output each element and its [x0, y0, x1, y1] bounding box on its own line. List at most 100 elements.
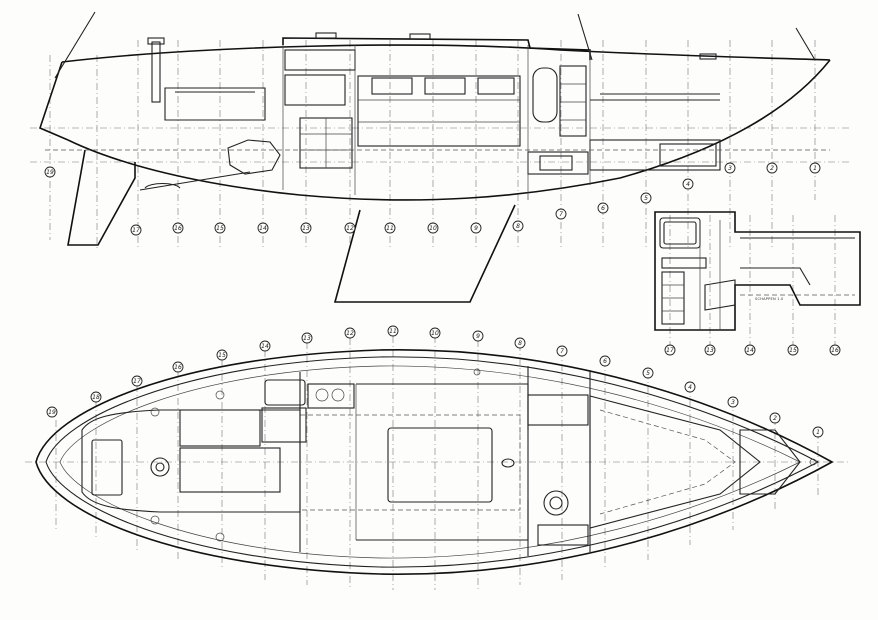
rudder	[67, 149, 136, 246]
profile-station-circle	[724, 162, 736, 174]
plan-station-label: 19	[48, 409, 56, 416]
profile-station-circle	[555, 208, 567, 220]
plan-station-label: 2	[773, 415, 777, 422]
section-station-markers: 17 13 14 15 16	[664, 344, 841, 356]
section-outline	[654, 211, 861, 331]
profile-station-label: 15	[216, 225, 224, 232]
profile-station-label: 14	[259, 225, 267, 232]
profile-furniture	[282, 45, 721, 200]
plan-station-circle	[472, 330, 484, 342]
profile-station-circle	[512, 220, 524, 232]
section-station-circle	[664, 344, 676, 356]
profile-station-label: 16	[174, 225, 182, 232]
profile-station-circle	[470, 222, 482, 234]
profile-station-label: 5	[644, 195, 648, 202]
profile-station-label: 4	[686, 181, 690, 188]
profile-station-label: 1	[813, 165, 817, 172]
profile-station-label: 10	[429, 225, 437, 232]
profile-station-circle	[214, 222, 226, 234]
stove-burner	[315, 388, 329, 402]
engine	[227, 139, 281, 175]
section-station-circle	[704, 344, 716, 356]
forestay	[795, 27, 816, 61]
profile-station-circle	[640, 192, 652, 204]
profile-station-label: 19	[46, 169, 54, 176]
profile-station-circle	[384, 222, 396, 234]
plan-station-label: 15	[218, 352, 226, 359]
profile-station-circle	[300, 222, 312, 234]
section-station-circle	[829, 344, 841, 356]
plan-station-label: 9	[476, 333, 480, 340]
profile-station-label: 12	[346, 225, 354, 232]
section-station-label: 13	[706, 347, 714, 354]
profile-station-label: 17	[132, 227, 140, 234]
plan-station-label: 18	[92, 394, 100, 401]
section-station-label: 14	[746, 347, 754, 354]
plan-station-label: 8	[518, 340, 522, 347]
plan-station-label: 13	[303, 335, 311, 342]
profile-station-circle	[130, 224, 142, 236]
anchor-locker	[739, 429, 801, 495]
section-view: SCHAPPEN 1.0	[654, 211, 861, 345]
plan-station-circle	[216, 349, 228, 361]
profile-station-circle	[44, 166, 56, 178]
plan-station-label: 4	[688, 384, 692, 391]
profile-station-label: 8	[516, 223, 520, 230]
plan-station-circle	[301, 332, 313, 344]
winch	[150, 457, 170, 477]
plan-station-circle	[599, 355, 611, 367]
section-station-circle	[787, 344, 799, 356]
fin-keel	[333, 204, 516, 303]
profile-station-circle	[257, 222, 269, 234]
cockpit-well	[81, 409, 301, 513]
backstay	[54, 11, 96, 79]
plan-station-circle	[769, 412, 781, 424]
exhaust-post	[151, 41, 161, 103]
plan-station-circle	[812, 426, 824, 438]
transom	[39, 61, 69, 141]
plan-station-circle	[259, 340, 271, 352]
plan-station-label: 3	[731, 399, 735, 406]
plan-station-circle	[344, 327, 356, 339]
profile-station-label: 2	[770, 165, 774, 172]
profile-station-label: 13	[302, 225, 310, 232]
plan-station-label: 11	[389, 328, 397, 335]
plan-station-circle	[684, 381, 696, 393]
stern-locker	[91, 439, 123, 496]
section-station-label: 17	[666, 347, 674, 354]
plan-station-label: 14	[261, 343, 269, 350]
profile-station-circle	[809, 162, 821, 174]
section-station-label: 15	[789, 347, 797, 354]
plan-station-circle	[46, 406, 58, 418]
plan-station-label: 6	[603, 358, 607, 365]
plan-station-label: 12	[346, 330, 354, 337]
coachroof-outline	[282, 37, 591, 60]
profile-station-label: 9	[474, 225, 478, 232]
profile-station-label: 6	[601, 205, 605, 212]
plan-station-grid	[25, 336, 850, 590]
profile-station-circle	[172, 222, 184, 234]
profile-station-circle	[766, 162, 778, 174]
plan-station-circle	[429, 327, 441, 339]
profile-station-circle	[344, 222, 356, 234]
cockpit	[164, 87, 266, 121]
plan-station-label: 7	[560, 348, 564, 355]
profile-station-grid	[30, 40, 850, 250]
plan-view	[25, 336, 850, 590]
mast-step	[543, 490, 569, 516]
plan-station-circle	[514, 337, 526, 349]
plan-station-circle	[727, 396, 739, 408]
plan-station-label: 16	[174, 364, 182, 371]
plan-station-label: 1	[816, 429, 820, 436]
saloon-table	[387, 427, 493, 503]
profile-view	[30, 11, 850, 303]
profile-station-circle	[427, 222, 439, 234]
hull-outline	[35, 349, 834, 575]
section-station-label: 16	[831, 347, 839, 354]
prop-shaft	[139, 171, 251, 191]
plan-station-circle	[642, 367, 654, 379]
plan-station-label: 17	[133, 378, 141, 385]
